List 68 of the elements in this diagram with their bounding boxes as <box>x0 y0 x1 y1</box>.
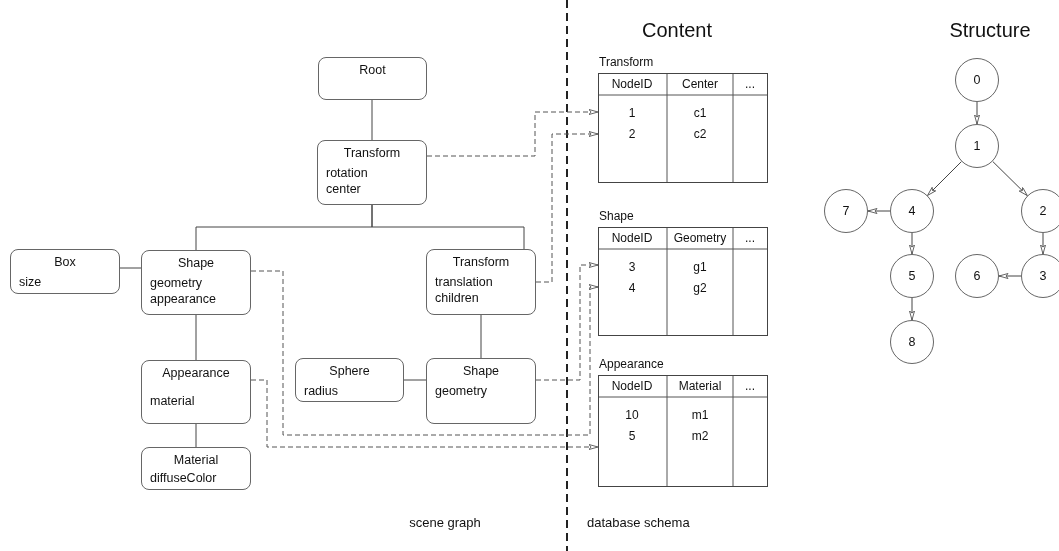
dashed-arrow <box>250 379 599 450</box>
table-cell: 5 <box>628 428 636 444</box>
node-title: Transform <box>452 255 510 270</box>
table-cell: g1 <box>693 259 707 275</box>
node-box <box>318 57 427 100</box>
column-header: NodeID <box>611 230 653 246</box>
node-title: Root <box>359 63 386 78</box>
table-cell: m2 <box>691 428 709 444</box>
table-cell: c1 <box>693 105 707 121</box>
node-box <box>295 358 404 402</box>
dashed-arrow <box>535 262 599 381</box>
arrow <box>998 273 1022 279</box>
field-list: geometry appearance <box>150 275 230 307</box>
node-title: Sphere <box>329 364 370 379</box>
connector-line <box>195 423 197 448</box>
connector-line <box>195 314 197 361</box>
node-title: Box <box>54 255 76 270</box>
node-title: Shape <box>462 364 500 379</box>
field-list: geometry <box>435 383 488 399</box>
node-box <box>141 250 251 315</box>
section-heading: Structure <box>949 18 1031 42</box>
dashed-arrow <box>535 131 599 283</box>
connector-line <box>371 204 525 250</box>
node-box <box>317 140 427 205</box>
column-header: ... <box>745 230 755 246</box>
table-cell: 2 <box>628 126 636 142</box>
caption: database schema <box>587 515 690 531</box>
table-cell: m1 <box>691 407 709 423</box>
table-title: Shape <box>599 209 634 223</box>
section-heading: Content <box>641 18 713 42</box>
table-cell: 1 <box>628 105 636 121</box>
node-box <box>426 358 536 424</box>
node-box <box>141 360 251 424</box>
column-header: ... <box>745 76 755 92</box>
table-title: Transform <box>599 55 654 69</box>
table-title: Appearance <box>599 357 664 371</box>
table-cell: 4 <box>628 280 636 296</box>
column-header: Geometry <box>673 230 727 246</box>
node-box <box>10 249 120 294</box>
node-title: Transform <box>343 146 401 161</box>
field-list: diffuseColor <box>150 470 217 486</box>
connector-line <box>371 99 373 141</box>
column-header: Material <box>678 378 722 394</box>
field-list: radius <box>304 383 339 399</box>
connector-line <box>403 379 427 381</box>
column-header: NodeID <box>611 76 653 92</box>
table-cell: g2 <box>693 280 707 296</box>
node-title: Material <box>173 453 219 468</box>
field-list: material <box>150 393 195 409</box>
column-header: Center <box>682 76 718 92</box>
node-title: Shape <box>177 256 215 271</box>
arrow <box>992 160 1028 197</box>
field-list: rotation center <box>326 165 401 197</box>
node-box <box>426 249 536 315</box>
column-header: ... <box>745 378 755 394</box>
node-box <box>141 447 251 490</box>
connector-line <box>119 267 142 269</box>
table-cell: 10 <box>625 407 639 423</box>
table-cell: c2 <box>693 126 707 142</box>
caption: scene graph <box>409 515 481 531</box>
node-title: Appearance <box>162 366 230 381</box>
arrow <box>927 161 962 196</box>
arrow <box>909 297 915 321</box>
field-list: size <box>19 274 42 290</box>
connector-line <box>480 314 482 359</box>
column-header: NodeID <box>611 378 653 394</box>
table-cell: 3 <box>628 259 636 275</box>
field-list: translation children <box>435 274 510 306</box>
